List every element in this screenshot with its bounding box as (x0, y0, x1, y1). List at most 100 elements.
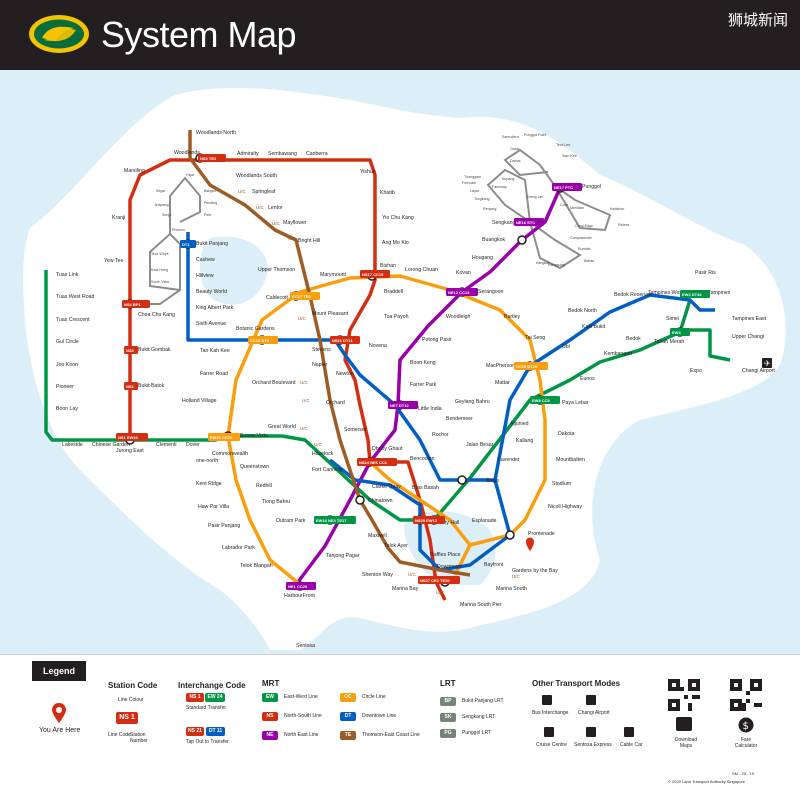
label-sengkang: Sengkang (492, 220, 515, 226)
cc-line (226, 274, 547, 588)
code-dhoby-ghaut: NS24 NE6 CC1 (359, 460, 388, 465)
label-yishun: Yishun (360, 169, 376, 175)
label-mountbatten: Mountbatten (556, 457, 585, 463)
label-redhill: Redhill (256, 483, 272, 489)
label-segar: Segar (156, 189, 166, 193)
lrt-heading: LRT (440, 679, 456, 688)
mrt-heading: MRT (262, 679, 280, 688)
page-title: System Map (101, 14, 297, 55)
label-telok-blangah: Telok Blangah (240, 563, 273, 569)
label-commonwealth: Commonwealth (212, 451, 248, 457)
watermark: 狮城新闻 (727, 11, 788, 29)
label-marsiling: Marsiling (124, 168, 145, 174)
label-nicoll-highway: Nicoll Highway (548, 504, 582, 510)
label-woodleigh: Woodleigh (446, 314, 471, 320)
label-orchard-boulevard: Orchard Boulevard (252, 380, 296, 386)
label-sentosa: Sentosa (296, 643, 315, 649)
label-marymount: Marymount (320, 272, 347, 278)
label-paya-lebar: Paya Lebar (562, 400, 589, 406)
label-pioneer: Pioneer (56, 384, 74, 390)
mrt-code-te: TE (340, 731, 356, 740)
code-sengkang: NE16 STC (516, 220, 535, 225)
under-construction-markers: U/C U/C U/C U/C U/C U/C U/C U/C U/C U/C … (238, 189, 521, 595)
label-promenade: Promenade (528, 531, 555, 537)
label-kembangan: Kembangan (604, 351, 632, 357)
code-tampines: EW2 DT32 (682, 292, 702, 297)
label-little-india: Little India (418, 406, 442, 412)
uc-marker: U/C (298, 316, 307, 321)
label-stadium: Stadium (552, 481, 571, 487)
label-sam-kee: Sam Kee (562, 154, 577, 158)
label-tampines-west: Tampines West (648, 290, 684, 296)
label-woodlands: Woodlands (174, 150, 200, 156)
mrt-code-ns: NS (262, 712, 278, 721)
label-compassvale: Compassvale (570, 236, 592, 240)
label-springleaf: Springleaf (252, 189, 276, 195)
label-marina-south-pier: Marina South Pier (460, 602, 502, 608)
label-jelapang: Jelapang (154, 203, 169, 207)
label-thanggam: Thanggam (464, 175, 481, 179)
label-kallang: Kallang (516, 438, 533, 444)
label-stevens: Stevens (312, 347, 331, 353)
label-novena: Novena (369, 343, 387, 349)
label-pasir-ris: Pasir Ris (695, 270, 716, 276)
label-sixth-avenue: Sixth Avenue (196, 321, 226, 327)
label-bedok-reservoir: Bedok Reservoir (614, 292, 653, 298)
label-mayflower: Mayflower (283, 220, 307, 226)
code-punggol: NE17 PTC (554, 185, 573, 190)
label-bencoolen: Bencoolen (410, 456, 435, 462)
label-keat-hong: Keat Hong (151, 268, 168, 272)
label-tongkang: Tongkang (474, 197, 490, 201)
label-bartley: Bartley (504, 314, 521, 320)
code-buona-vista: EW21 CC22 (210, 435, 233, 440)
station-code-tags: NS9 TE2 DT1 NS4 BP1 NS1 EW24 NS17 CC15 N… (116, 154, 710, 590)
airport-icon (762, 358, 772, 368)
copyright: © 2020 Land Transport Authority Singapor… (668, 779, 745, 784)
label-meridian: Meridian (570, 206, 584, 210)
bus-interchange-label: Bus Interchange (532, 710, 569, 716)
label-tampines: Tampines (708, 290, 731, 296)
interchange-tap-code-1: NS 21 (186, 727, 204, 736)
label-admiralty: Admiralty (237, 151, 259, 157)
label-bangkit: Bangkit (204, 189, 216, 193)
label-ang-mo-kio: Ang Mo Kio (382, 240, 409, 246)
fare-qr-code[interactable] (730, 679, 762, 711)
download-qr-code[interactable] (668, 679, 700, 711)
label-aljunied: Aljunied (510, 421, 529, 427)
label-lakeside: Lakeside (62, 442, 83, 448)
label-lentor: Lentor (268, 205, 283, 211)
label-yio-chu-kang: Yio Chu Kang (382, 215, 414, 221)
code-harbourfront: NE1 CC29 (288, 584, 308, 589)
code-paya-lebar: EW8 CC9 (532, 398, 551, 403)
label-great-world: Great World (268, 424, 296, 430)
label-geylang-bahru: Geylang Bahru (455, 399, 490, 405)
interchange-tap-code-2: DT 11 (206, 727, 225, 736)
label-kupang: Kupang (502, 177, 514, 181)
label-harbourfront: HarbourFront (284, 593, 315, 599)
code-bishan: NS17 CC15 (362, 272, 384, 277)
label-kranji: Kranji (112, 215, 125, 221)
label-riviera: Riviera (618, 223, 629, 227)
uc-marker: U/C (512, 574, 521, 579)
label-layar: Layar (470, 189, 480, 193)
cable-car-label: Cable Car (620, 742, 643, 748)
label-rochor: Rochor (432, 432, 449, 438)
label-clementi: Clementi (156, 442, 176, 448)
label-fernvale: Fernvale (462, 181, 476, 185)
tap-out-label: Tap Out to Transfer (186, 739, 229, 745)
uc-marker: U/C (408, 572, 417, 577)
bukit-panjang-lrt (130, 176, 201, 305)
station-labels: Woodlands North Woodlands Admiralty Semb… (56, 130, 775, 649)
station-code-heading: Station Code (108, 681, 158, 690)
sentosa-express-icon (586, 727, 596, 737)
label-petir: Petir (204, 213, 212, 217)
interchange-standard-code-2: EW 24 (205, 693, 225, 702)
label-pasir-panjang: Pasir Panjang (208, 523, 240, 529)
label-bakau: Bakau (584, 259, 594, 263)
label-lavender: Lavender (498, 457, 520, 463)
map-version: SM - 20 - 19 (732, 771, 755, 776)
line-code-label: Line Code (108, 732, 131, 738)
label-punggol-point: Punggol Point (524, 133, 546, 137)
label-phoenix: Phoenix (172, 228, 185, 232)
